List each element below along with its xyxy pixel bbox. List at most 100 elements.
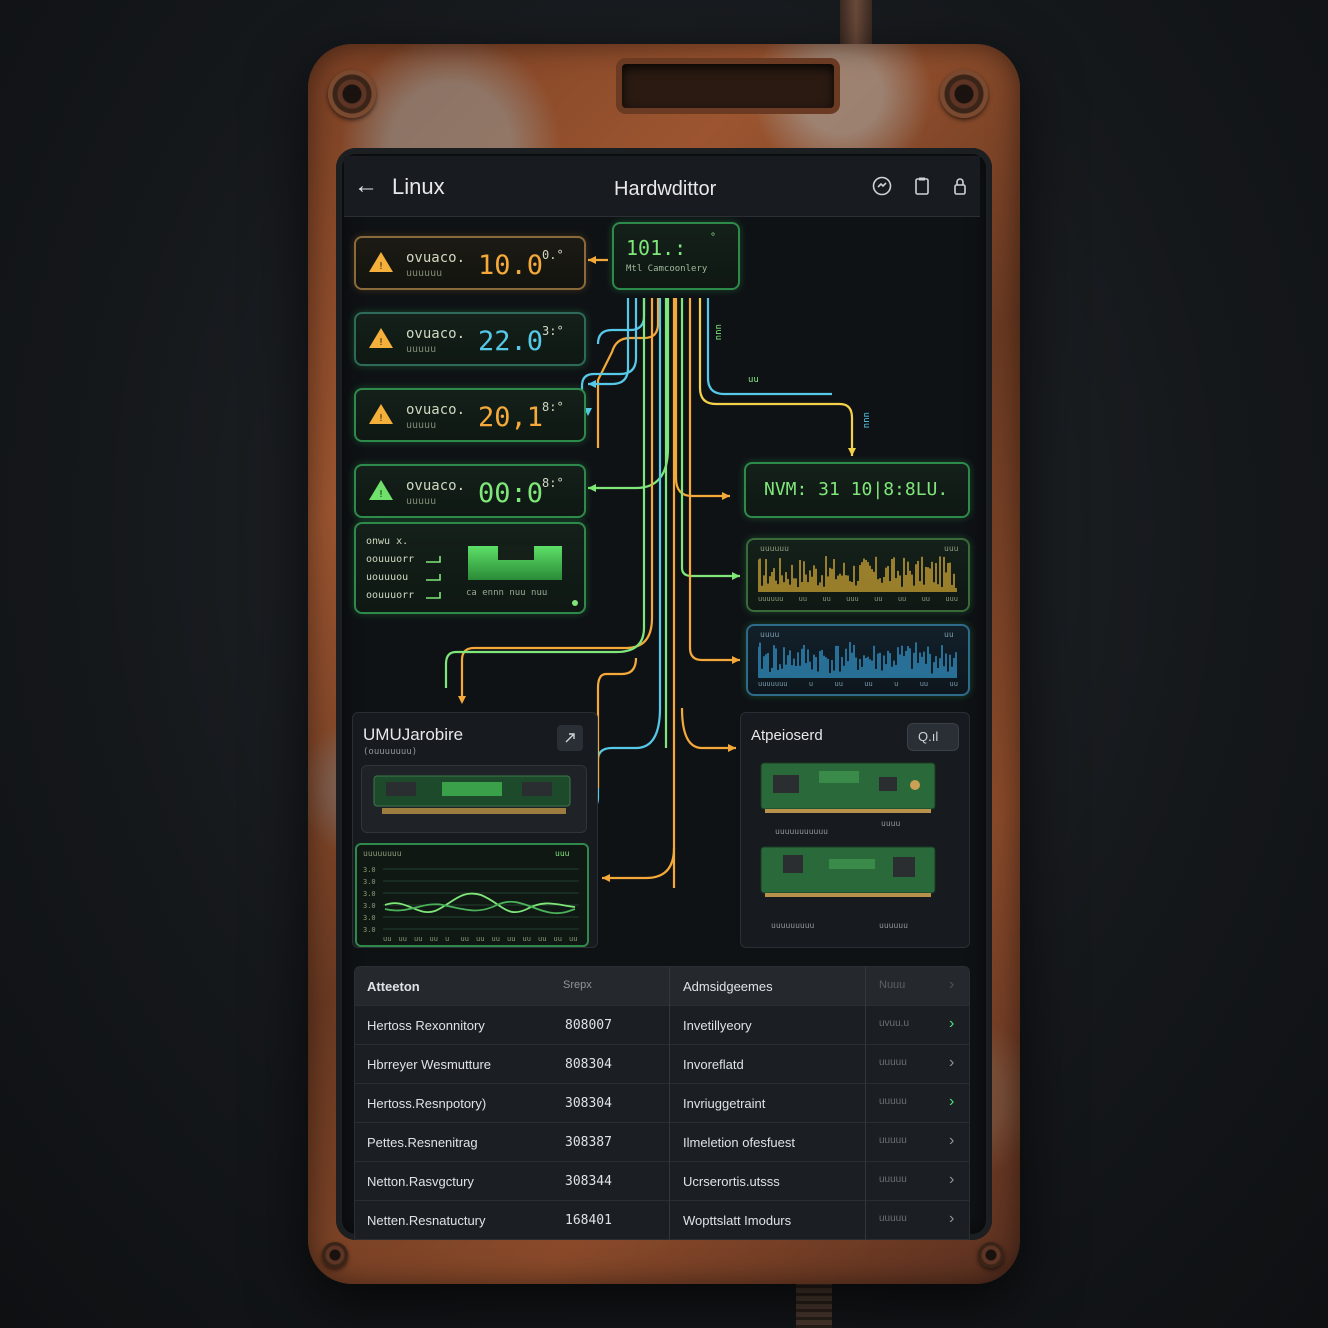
- series-line: [384, 900, 576, 915]
- table-row[interactable]: Pettes.Resnenitrag 308387 Ilmeletion ofesf…: [355, 1123, 969, 1162]
- back-button[interactable]: ←: [354, 172, 378, 199]
- status-dot: [572, 600, 578, 606]
- wave-axis-label: u: [894, 680, 899, 688]
- page-title: Hardwdittor: [614, 178, 717, 200]
- metric-sub: uuuuuu: [406, 268, 443, 279]
- chevron-right-icon: ›: [949, 976, 955, 993]
- line-chart-corner: uuu: [555, 849, 570, 858]
- metric-unit: 3:°: [542, 324, 564, 338]
- column-header: Admsidgeemes: [683, 979, 773, 994]
- y-tick-label: 3.0: [363, 878, 376, 886]
- svg-text:!: !: [379, 413, 383, 424]
- metric-unit: 8:°: [542, 400, 564, 414]
- metric-name: ovuaco.: [406, 326, 466, 342]
- x-tick-label: uu: [430, 935, 438, 943]
- x-tick-label: uu: [476, 935, 484, 943]
- metric-card[interactable]: ! ovuaco. uuuuu 22.0 3:°: [354, 312, 586, 366]
- chevron-right-icon[interactable]: ›: [949, 1210, 955, 1227]
- chevron-right-icon[interactable]: ›: [949, 1015, 955, 1032]
- metric-value: 00:0: [478, 478, 544, 509]
- column-header: Nuuu: [879, 979, 906, 991]
- metric-unit: 0.°: [542, 248, 564, 262]
- wave-axis-label: uu: [822, 595, 831, 603]
- row-description: Invetillyeory: [683, 1018, 752, 1033]
- board-caption: uuuuuuuuuuu: [775, 827, 828, 836]
- hub-unit: °: [710, 232, 717, 243]
- waveform-yellow: [758, 556, 957, 592]
- row-status: uuuuu: [879, 1096, 907, 1107]
- nvm-card[interactable]: NVM: 31 10|8:8LU.: [744, 462, 970, 518]
- metric-name: ovuaco.: [406, 250, 466, 266]
- legend-row: oouuuorr: [366, 554, 415, 565]
- waveform-title: uuuu: [760, 630, 780, 639]
- ram-module-panel: [361, 765, 587, 833]
- row-status: uuuuu: [879, 1135, 907, 1146]
- spec-card: Atpeioserd Q.ıl uuuuuuuuuuu uuuu uuuuuuu…: [740, 712, 970, 948]
- metric-value: 10.0: [478, 250, 544, 281]
- hub-card[interactable]: 101.: ° Mtl Camcoonlery: [612, 222, 740, 290]
- board-caption: uuuuuu: [879, 921, 908, 930]
- warning-icon: !: [369, 404, 393, 424]
- row-description: Invoreflatd: [683, 1057, 744, 1072]
- x-tick-label: u: [445, 935, 449, 943]
- metric-card[interactable]: ! ovuaco. uuuuu 00:0 8:°: [354, 464, 586, 518]
- row-code: 308304: [565, 1096, 612, 1111]
- metric-sub: uuuuu: [406, 496, 437, 507]
- row-description: Ucrserortis.utsss: [683, 1174, 780, 1189]
- legend-row: uouuuou: [366, 572, 409, 583]
- nvm-label: NVM: 31 10|8:8LU.: [764, 479, 949, 500]
- line-chart-title: uuuuuuuu: [363, 849, 402, 858]
- chevron-right-icon[interactable]: ›: [949, 1132, 955, 1149]
- board-caption: uuuuuuuuu: [771, 921, 815, 930]
- row-description: Ilmeletion ofesfuest: [683, 1135, 796, 1150]
- device-screen: ← Linux Hardwdittor: [336, 148, 992, 1240]
- hub-sub: Mtl Camcoonlery: [626, 264, 708, 274]
- wire-annotation: uuu: [713, 324, 723, 340]
- y-tick-label: 3.0: [363, 914, 376, 922]
- clipboard-icon[interactable]: [912, 176, 932, 196]
- y-tick-label: 3.0: [363, 926, 376, 934]
- chevron-right-icon[interactable]: ›: [949, 1093, 955, 1110]
- metric-card[interactable]: ! ovuaco. uuuuuu 10.0 0.°: [354, 236, 586, 290]
- bolt-icon: [978, 1242, 1004, 1268]
- row-name: Pettes.Resnenitrag: [367, 1135, 478, 1150]
- circuit-board-icon: [760, 762, 936, 813]
- warning-icon: !: [369, 480, 393, 500]
- legend-brackets: [426, 556, 441, 599]
- x-tick-label: uu: [569, 935, 577, 943]
- wave-axis-label: uu: [798, 595, 808, 603]
- series-line: [384, 892, 576, 914]
- metric-unit: 8:°: [542, 476, 564, 490]
- block-bar: [468, 546, 562, 580]
- wave-axis-label: uu: [834, 680, 843, 688]
- metric-card[interactable]: ! ovuaco. uuuuu 20,1 8:°: [354, 388, 586, 442]
- search-button[interactable]: Q.ıl: [907, 723, 959, 751]
- lock-icon[interactable]: [950, 176, 970, 196]
- metric-sub: uuuuu: [406, 420, 437, 431]
- svg-text:!: !: [379, 261, 383, 272]
- wire-annotation: uuu: [861, 412, 871, 428]
- row-code: 308387: [565, 1135, 612, 1150]
- bolt-icon: [322, 1242, 348, 1268]
- frame-slot: [622, 64, 834, 108]
- table-header: Atteeton Srepx Admsidgeemes Nuuu ›: [355, 967, 969, 1006]
- metric-value: 22.0: [478, 326, 544, 357]
- expand-button[interactable]: [557, 725, 583, 751]
- chevron-right-icon[interactable]: ›: [949, 1054, 955, 1071]
- cable-top: [840, 0, 872, 52]
- share-icon[interactable]: [872, 176, 892, 196]
- row-name: Netton.Rasvgctury: [367, 1174, 474, 1189]
- chevron-right-icon[interactable]: ›: [949, 1171, 955, 1188]
- waveform-title: uuuuuu: [760, 544, 789, 553]
- row-status: uuuuu: [879, 1213, 907, 1224]
- row-code: 808304: [565, 1057, 612, 1072]
- y-tick-label: 3.0: [363, 866, 376, 874]
- waveform-corner: uu: [944, 630, 954, 639]
